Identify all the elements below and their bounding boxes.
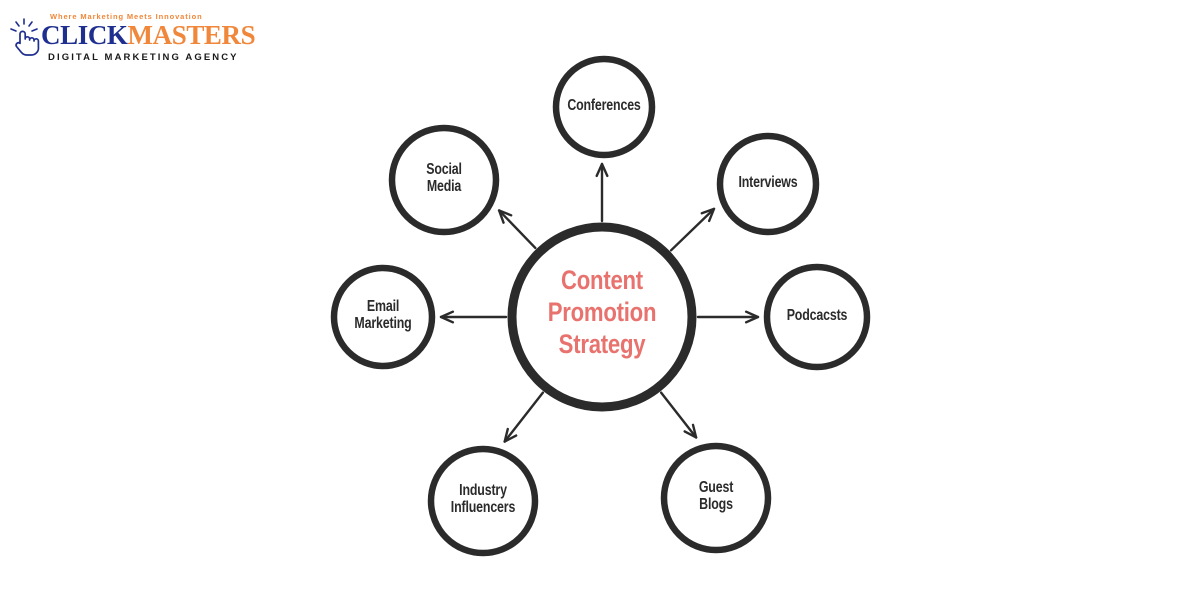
logo-word-masters: MASTERS bbox=[127, 20, 256, 50]
circle-layer bbox=[330, 55, 871, 557]
arrow-head-conferences bbox=[595, 162, 609, 178]
center-node-circle[interactable] bbox=[507, 222, 697, 412]
logo-word-click: CLICK bbox=[41, 20, 128, 50]
arrow-head-industry-influencers bbox=[503, 427, 518, 443]
node-circle-interviews[interactable] bbox=[716, 132, 820, 236]
node-circle-conferences[interactable] bbox=[552, 55, 656, 159]
click-hand-icon bbox=[8, 18, 44, 58]
logo-subtitle: DIGITAL MARKETING AGENCY bbox=[48, 52, 239, 63]
node-circle-social-media[interactable] bbox=[388, 124, 500, 236]
arrow-line-social-media bbox=[497, 209, 537, 250]
node-circle-podcasts[interactable] bbox=[763, 263, 871, 371]
node-circle-email-marketing[interactable] bbox=[330, 264, 436, 370]
arrow-head-podcasts bbox=[744, 310, 760, 324]
arrow-line-industry-influencers bbox=[503, 391, 545, 443]
logo-wordmark: CLICKMASTERS bbox=[41, 20, 256, 51]
arrow-line-interviews bbox=[669, 207, 716, 252]
arrow-line-guest-blogs bbox=[659, 391, 698, 439]
arrow-head-social-media bbox=[497, 209, 513, 224]
logo-tagline: Where Marketing Meets Innovation bbox=[50, 12, 203, 21]
node-circle-industry-influencers[interactable] bbox=[427, 445, 539, 557]
arrow-layer bbox=[439, 162, 760, 443]
arrow-head-guest-blogs bbox=[683, 423, 698, 439]
clickmasters-logo[interactable]: Where Marketing Meets Innovation CLICKMA… bbox=[8, 12, 256, 66]
node-circle-guest-blogs[interactable] bbox=[660, 442, 772, 554]
arrow-head-interviews bbox=[700, 207, 716, 223]
arrow-head-email-marketing bbox=[439, 310, 455, 324]
